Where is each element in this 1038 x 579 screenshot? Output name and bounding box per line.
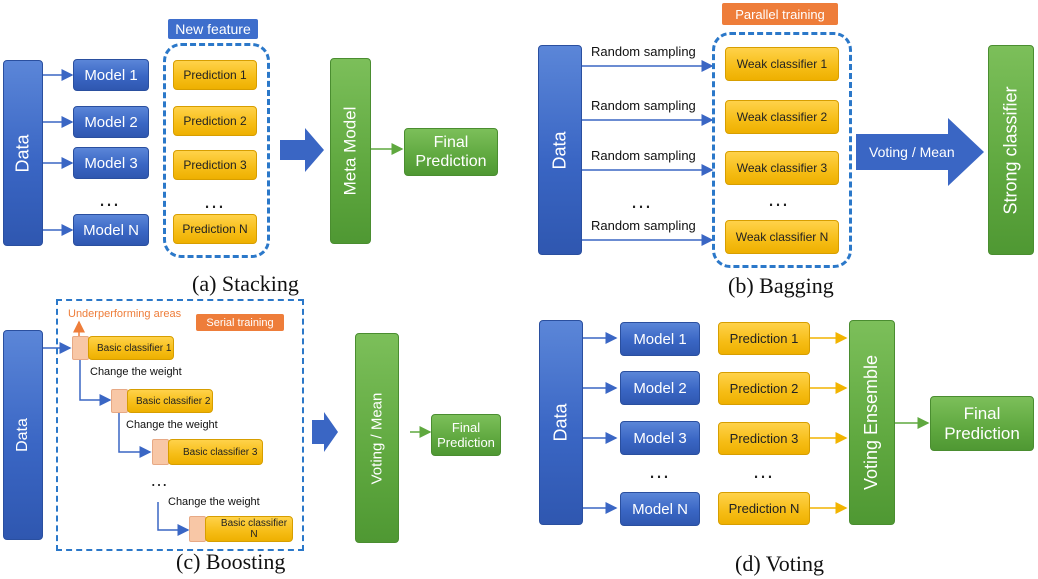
stacking-prediction-group bbox=[163, 43, 270, 258]
stacking-prediction-1: Prediction 1 bbox=[173, 60, 257, 90]
stacking-data-box: Data bbox=[3, 60, 43, 246]
basic-classifier-3: Basic classifier 3 bbox=[168, 439, 263, 465]
boosting-data-box: Data bbox=[3, 330, 43, 540]
voting-model-n: Model N bbox=[620, 492, 700, 526]
voting-caption: (d) Voting bbox=[735, 551, 825, 576]
voting-ensemble-box: Voting Ensemble bbox=[849, 320, 895, 525]
weak-classifier-ellipsis: … bbox=[767, 186, 789, 211]
stacking-model-3: Model 3 bbox=[73, 147, 149, 179]
boosting-voting-label: Voting / Mean bbox=[368, 392, 386, 484]
voting-ensemble-label: Voting Ensemble bbox=[861, 354, 882, 491]
voting-prediction-n: Prediction N bbox=[718, 492, 810, 525]
bagging-sampling-ellipsis: … bbox=[630, 188, 652, 213]
underperforming-marker-1 bbox=[72, 336, 89, 360]
stacking-big-arrow bbox=[280, 128, 324, 172]
weak-classifier-2: Weak classifier 2 bbox=[725, 100, 839, 134]
parallel-training-tag: Parallel training bbox=[722, 3, 838, 25]
voting-final-prediction: Final Prediction bbox=[930, 396, 1034, 451]
voting-model-ellipsis: … bbox=[648, 458, 670, 483]
boosting-final-prediction: Final Prediction bbox=[431, 414, 501, 456]
underperforming-areas-label: Underperforming areas bbox=[68, 308, 182, 320]
strong-classifier-label: Strong classifier bbox=[1000, 85, 1021, 215]
boosting-voting-box: Voting / Mean bbox=[355, 333, 399, 543]
weak-classifier-n: Weak classifier N bbox=[725, 220, 839, 254]
bagging-big-arrow bbox=[856, 118, 984, 186]
change-weight-2: Change the weight bbox=[126, 419, 218, 431]
basic-classifier-2: Basic classifier 2 bbox=[127, 389, 213, 413]
voting-model-3: Model 3 bbox=[620, 421, 700, 455]
bagging-data-box: Data bbox=[538, 45, 582, 255]
stacking-prediction-ellipsis: … bbox=[203, 188, 225, 213]
stacking-model-2: Model 2 bbox=[73, 106, 149, 138]
stacking-model-1: Model 1 bbox=[73, 59, 149, 91]
random-sampling-3: Random sampling bbox=[591, 148, 696, 163]
bagging-classifier-group bbox=[712, 32, 852, 268]
voting-mean-arrow-label: Voting / Mean bbox=[869, 144, 955, 160]
change-weight-1: Change the weight bbox=[90, 366, 182, 378]
stacking-prediction-3: Prediction 3 bbox=[173, 150, 257, 180]
weak-classifier-3: Weak classifier 3 bbox=[725, 151, 839, 185]
new-feature-tag: New feature bbox=[168, 19, 258, 39]
meta-model-box: Meta Model bbox=[330, 58, 371, 244]
random-sampling-2: Random sampling bbox=[591, 98, 696, 113]
boosting-data-label: Data bbox=[13, 418, 31, 452]
bagging-caption: (b) Bagging bbox=[728, 273, 834, 298]
stacking-model-n: Model N bbox=[73, 214, 149, 246]
boosting-ellipsis: … bbox=[150, 470, 168, 490]
voting-prediction-2: Prediction 2 bbox=[718, 372, 810, 405]
stacking-model-ellipsis: … bbox=[98, 186, 120, 211]
voting-model-2: Model 2 bbox=[620, 371, 700, 405]
voting-prediction-3: Prediction 3 bbox=[718, 422, 810, 455]
serial-training-tag: Serial training bbox=[196, 314, 284, 331]
voting-prediction-1: Prediction 1 bbox=[718, 322, 810, 355]
boosting-caption: (c) Boosting bbox=[176, 549, 286, 574]
change-weight-3: Change the weight bbox=[168, 496, 260, 508]
basic-classifier-n: Basic classifier N bbox=[205, 516, 293, 542]
stacking-final-prediction: Final Prediction bbox=[404, 128, 498, 176]
bagging-data-label: Data bbox=[549, 130, 570, 170]
boosting-serial-group bbox=[56, 299, 304, 551]
underperforming-marker-2 bbox=[111, 389, 128, 413]
meta-model-label: Meta Model bbox=[340, 106, 360, 196]
voting-prediction-ellipsis: … bbox=[752, 458, 774, 483]
stacking-data-label: Data bbox=[12, 133, 33, 173]
stacking-prediction-2: Prediction 2 bbox=[173, 106, 257, 136]
underperforming-marker-3 bbox=[152, 439, 169, 465]
voting-model-1: Model 1 bbox=[620, 322, 700, 356]
boosting-big-arrow bbox=[312, 412, 338, 452]
basic-classifier-1: Basic classifier 1 bbox=[88, 336, 174, 360]
random-sampling-1: Random sampling bbox=[591, 44, 696, 59]
stacking-prediction-n: Prediction N bbox=[173, 214, 257, 244]
voting-data-label: Data bbox=[550, 403, 571, 442]
weak-classifier-1: Weak classifier 1 bbox=[725, 47, 839, 81]
random-sampling-4: Random sampling bbox=[591, 218, 696, 233]
stacking-caption: (a) Stacking bbox=[192, 271, 299, 296]
underperforming-marker-n bbox=[189, 516, 206, 542]
voting-data-box: Data bbox=[539, 320, 583, 525]
strong-classifier-box: Strong classifier bbox=[988, 45, 1034, 255]
